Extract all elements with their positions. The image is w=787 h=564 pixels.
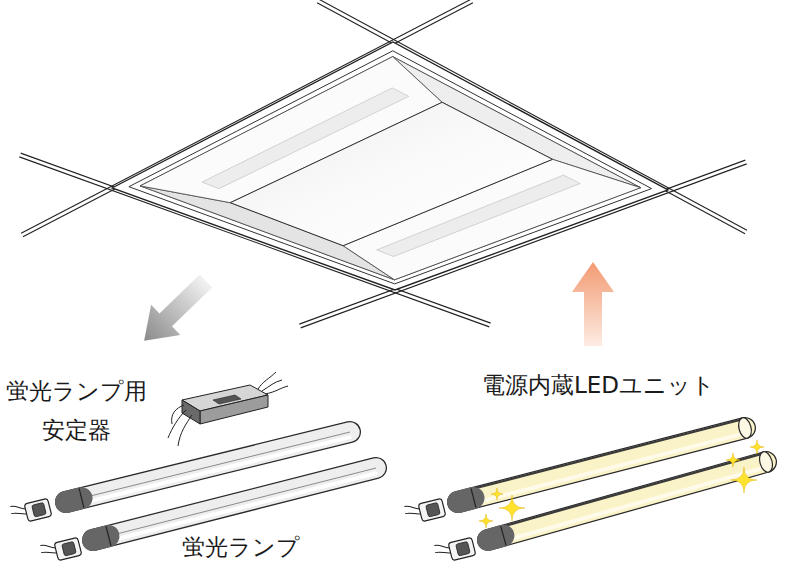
- ballast-wire: [178, 415, 192, 446]
- fixture-well: [140, 57, 640, 280]
- ballast-plate: [213, 395, 241, 404]
- twin-tube-divider: [109, 468, 376, 536]
- tube-highlight: [489, 467, 767, 545]
- lamp-socket: [433, 536, 475, 564]
- heat-sink-edge: [486, 453, 764, 531]
- socket-wire: [40, 542, 55, 551]
- ballast-wire: [258, 372, 276, 389]
- tube-outline: [488, 462, 766, 540]
- fluorescent-lamp: [93, 468, 377, 546]
- socket-wire: [404, 503, 419, 512]
- socket-wire: [41, 549, 57, 557]
- trough-lamp-slot: [377, 175, 580, 256]
- sparkle: [731, 467, 757, 493]
- socket-body: [24, 498, 52, 521]
- led-unit: [456, 416, 754, 507]
- tube-base: [66, 498, 82, 502]
- sparkle: [726, 453, 740, 467]
- fixture-inner-frame: [129, 51, 652, 284]
- part-label: 電源内蔵LEDユニット: [482, 372, 715, 400]
- socket-wire: [435, 549, 451, 557]
- remove-arrow: [130, 266, 221, 356]
- ballast-wire: [168, 410, 186, 438]
- socket-wire: [434, 542, 449, 551]
- tube-end-cap: [757, 450, 774, 473]
- lamp-socket: [403, 497, 445, 525]
- lamp-socket: [39, 536, 81, 564]
- tube-base-ring: [471, 488, 476, 507]
- diffuser-panel: [230, 102, 552, 245]
- tube-base: [93, 536, 109, 540]
- tube-base: [488, 536, 503, 540]
- socket-face: [456, 541, 471, 556]
- tube-highlight: [94, 473, 377, 545]
- tube-end-cap: [737, 416, 754, 439]
- part-label: 蛍光ランプ用 安定器: [0, 372, 152, 450]
- lamp-socket: [9, 497, 51, 525]
- ballast-front: [200, 395, 268, 424]
- tube-body: [488, 462, 766, 540]
- socket-wire: [405, 510, 421, 518]
- sparkle: [491, 488, 503, 500]
- socket-wire: [11, 510, 27, 518]
- socket-face: [32, 502, 47, 517]
- fixture-frame: [112, 42, 668, 290]
- ceiling-grid: [19, 0, 747, 328]
- part-label: 蛍光ランプ: [182, 536, 300, 559]
- tube-base-ring: [106, 526, 111, 545]
- tube-body: [93, 468, 376, 540]
- tube-base-ring: [501, 526, 506, 545]
- socket-face: [62, 541, 77, 556]
- tube-base: [458, 498, 473, 502]
- ballast: [168, 372, 288, 446]
- socket-wire: [10, 503, 25, 512]
- sparkle: [499, 495, 525, 521]
- ballast-wire: [265, 386, 288, 394]
- socket-body: [448, 537, 476, 560]
- socket-body: [54, 537, 82, 560]
- install-arrow: [572, 262, 614, 346]
- sparkle: [479, 514, 493, 528]
- socket-body: [418, 498, 446, 521]
- tube-outline: [93, 468, 376, 540]
- ballast-wire: [172, 405, 184, 424]
- tube-base-ring: [79, 488, 84, 507]
- light-fixture: [112, 42, 668, 290]
- sparkle: [750, 440, 764, 454]
- socket-face: [426, 502, 441, 517]
- trough-lamp-slot: [202, 88, 409, 189]
- led-unit: [486, 450, 775, 545]
